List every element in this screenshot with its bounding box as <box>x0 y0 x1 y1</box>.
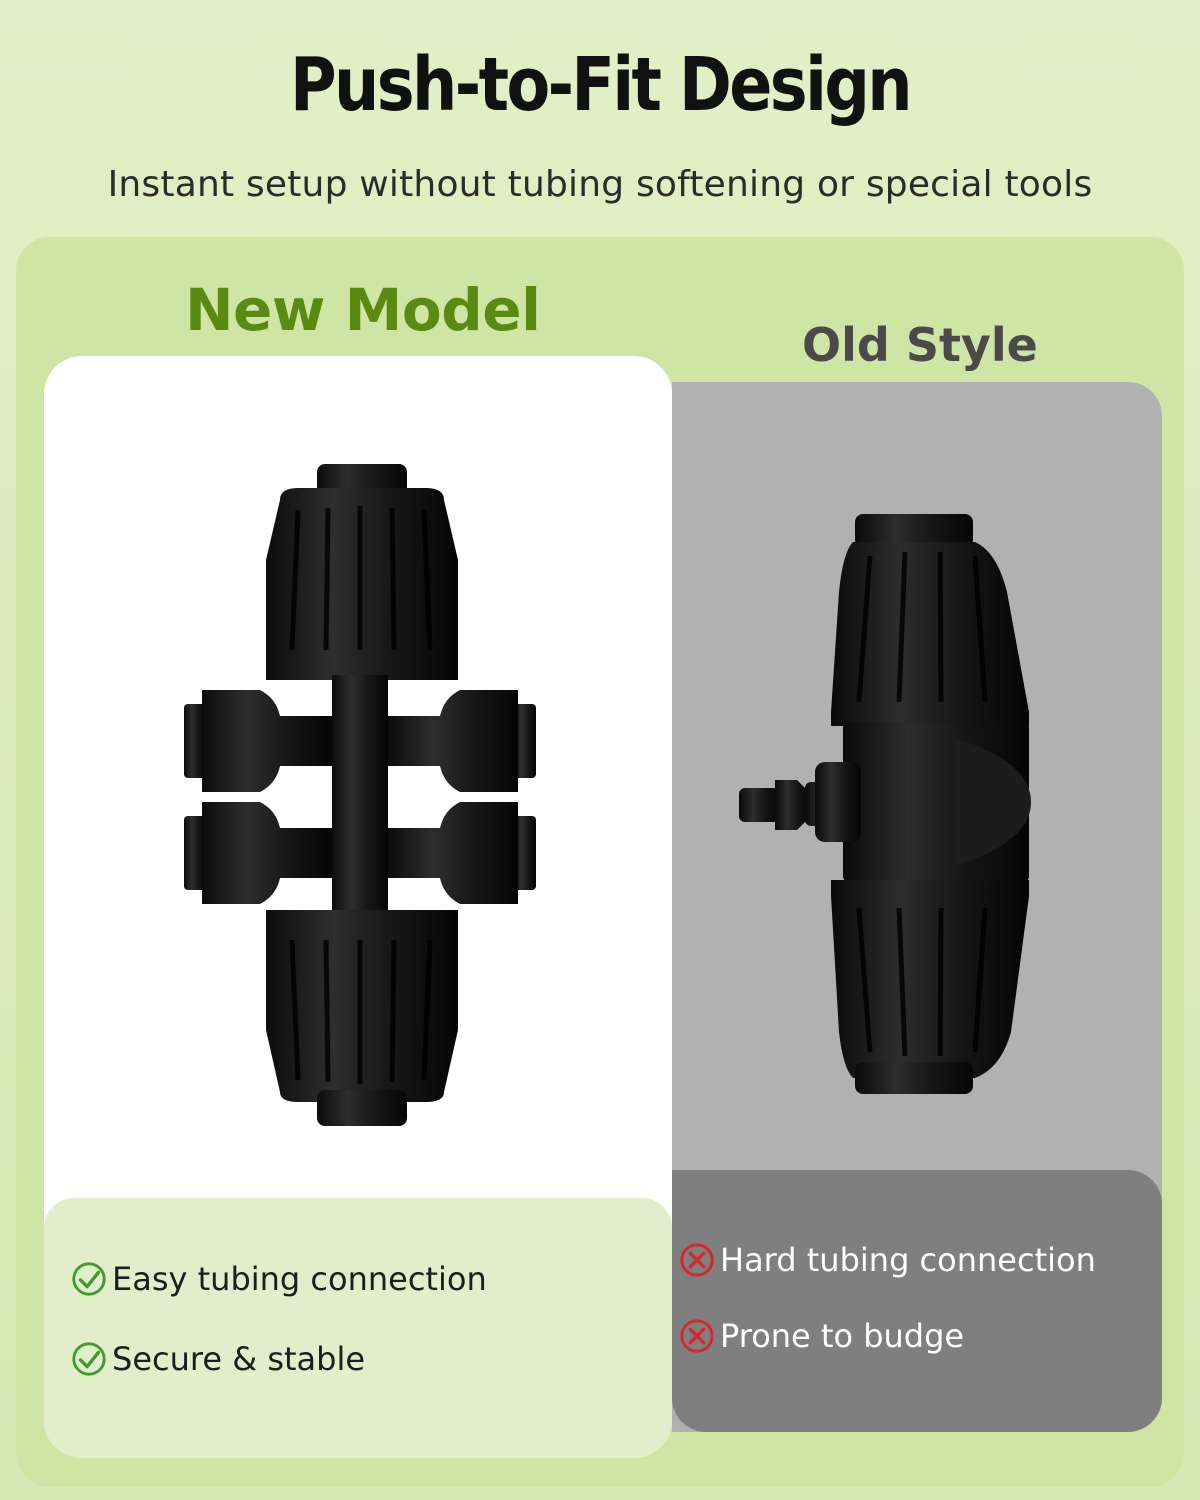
check-circle-icon <box>72 1342 106 1376</box>
four-way-connector-image <box>184 464 536 1126</box>
new-feature-label: Easy tubing connection <box>112 1260 487 1298</box>
check-circle-icon <box>72 1262 106 1296</box>
new-feature-item: Easy tubing connection <box>70 1260 487 1298</box>
new-model-features-area <box>44 1198 672 1458</box>
old-feature-label: Prone to budge <box>720 1317 965 1355</box>
new-feature-item: Secure & stable <box>70 1340 365 1378</box>
page-title: Push-to-Fit Design <box>289 42 913 128</box>
old-style-label: Old Style <box>802 318 1038 372</box>
new-feature-label: Secure & stable <box>112 1340 366 1378</box>
old-feature-label: Hard tubing connection <box>720 1241 1096 1279</box>
tee-connector-image <box>739 514 1031 1094</box>
old-style-features-area <box>672 1170 1162 1432</box>
x-circle-icon <box>680 1319 714 1353</box>
old-feature-item: Hard tubing connection <box>678 1241 1096 1279</box>
new-model-label: New Model <box>185 276 541 344</box>
page-subtitle: Instant setup without tubing softening o… <box>107 164 1093 205</box>
x-circle-icon <box>680 1243 714 1277</box>
old-feature-item: Prone to budge <box>678 1317 964 1355</box>
